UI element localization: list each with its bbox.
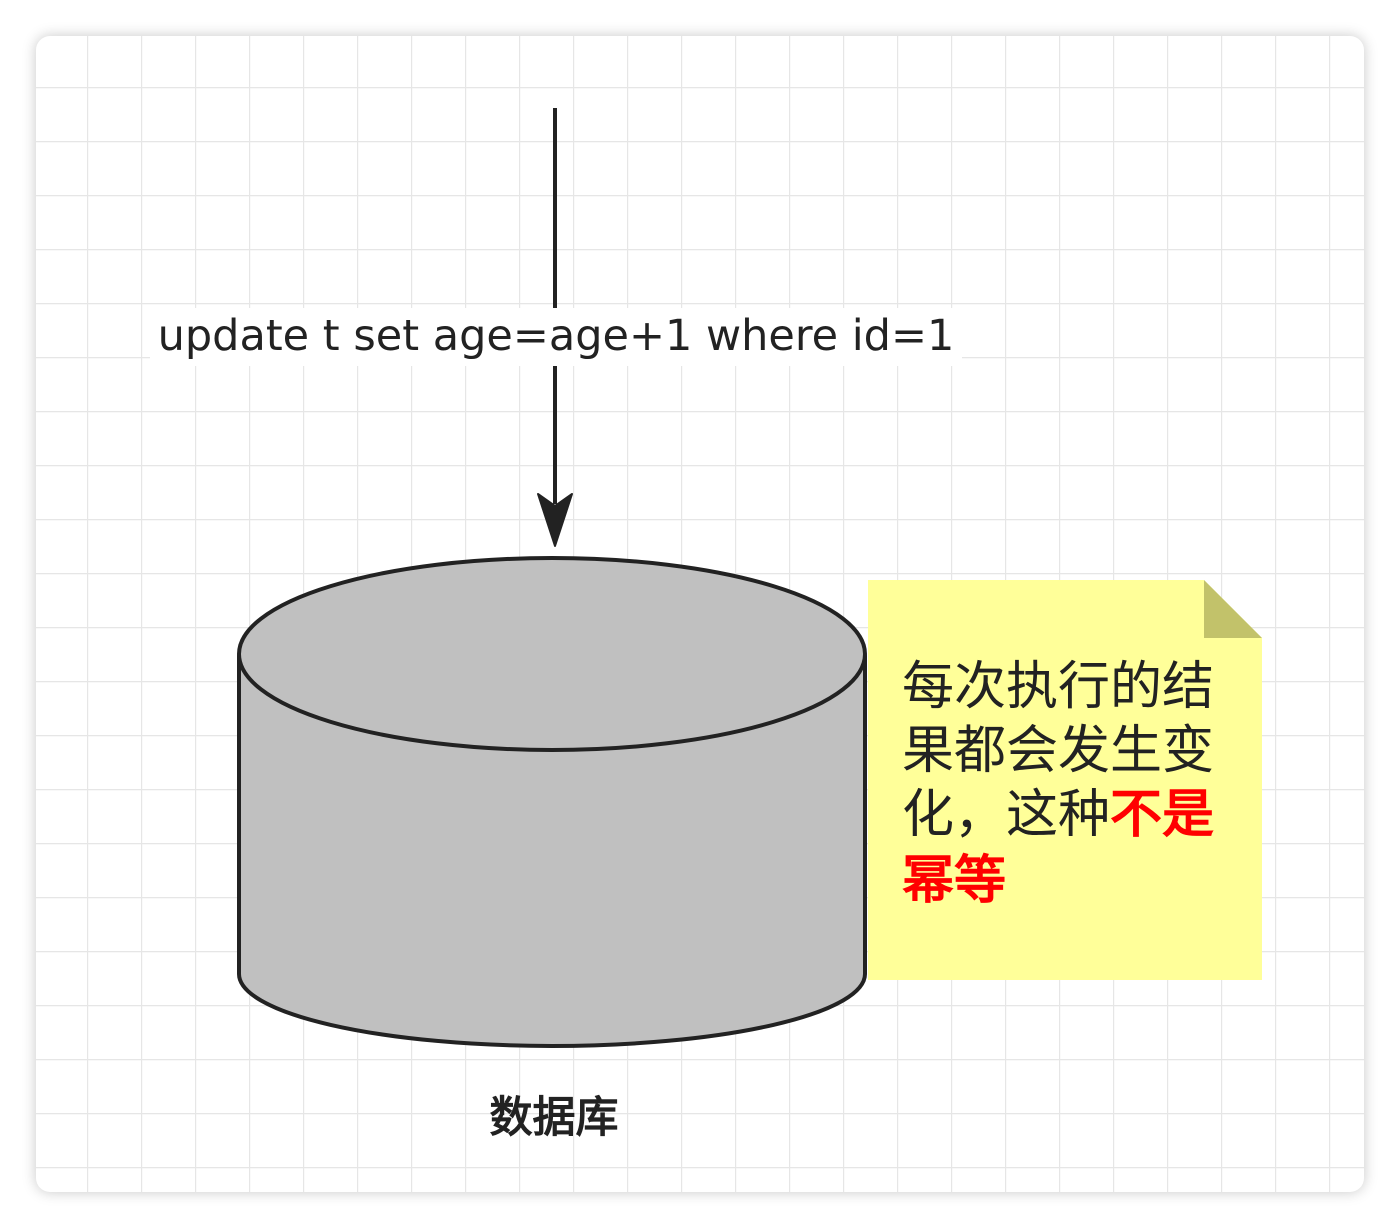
sticky-note[interactable] [868, 580, 1262, 980]
note-line-3: 化，这种不是 [902, 785, 1214, 845]
edge-label-background [150, 308, 962, 366]
cylinder-top [237, 556, 867, 752]
note-line-4-emphasis: 幂等 [902, 851, 1006, 911]
database-label[interactable]: 数据库 [490, 1093, 619, 1143]
diagram-canvas: update t set age=age+1 where id=1 数据库 每次… [36, 36, 1364, 1192]
edge-label[interactable]: update t set age=age+1 where id=1 [158, 311, 955, 361]
note-line-3-normal: 化，这种 [902, 785, 1110, 845]
cylinder-body [237, 654, 867, 1048]
down-arrow-icon [537, 493, 573, 547]
note-line-1: 每次执行的结 [902, 657, 1214, 717]
note-fold-icon [1204, 580, 1262, 638]
note-body [868, 580, 1262, 980]
edge-arrow[interactable] [537, 108, 573, 547]
diagram-svg: update t set age=age+1 where id=1 数据库 每次… [36, 36, 1364, 1192]
database-cylinder-icon[interactable] [237, 556, 867, 1048]
note-line-2: 果都会发生变 [902, 721, 1214, 781]
note-line-3-emphasis: 不是 [1110, 785, 1214, 845]
